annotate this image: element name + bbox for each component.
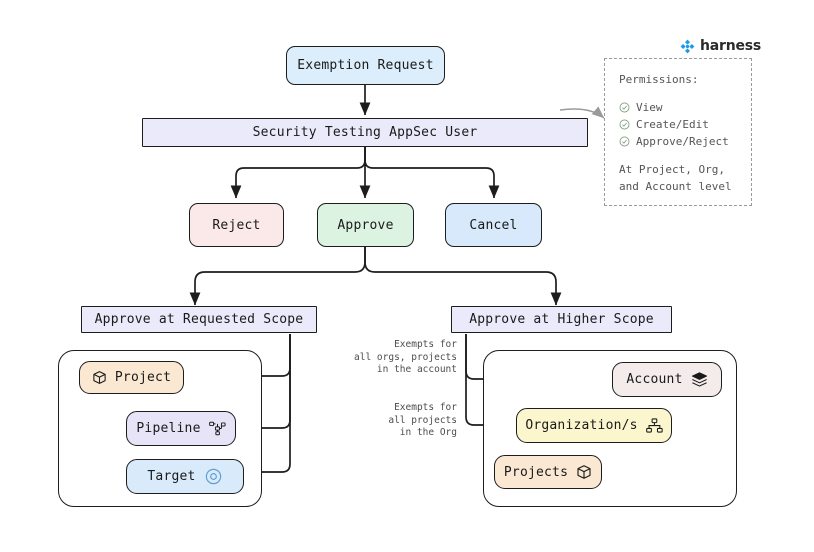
permission-item-view: View [619, 99, 737, 116]
permission-item-create-edit: Create/Edit [619, 116, 737, 133]
permission-item-approve-reject: Approve/Reject [619, 133, 737, 150]
node-label: Exemption Request [297, 58, 434, 73]
node-label: Cancel [469, 217, 518, 233]
node-label: Project [114, 370, 172, 385]
node-approve-higher-scope[interactable]: Approve at Higher Scope [451, 306, 672, 333]
node-label: Reject [212, 217, 261, 233]
node-organizations[interactable]: Organization/s [516, 408, 672, 443]
brand-logo: harness [680, 38, 761, 54]
permission-label: View [636, 101, 663, 114]
node-pipeline[interactable]: Pipeline [126, 411, 236, 446]
layers-stack-icon [691, 371, 708, 388]
node-approve-requested-scope[interactable]: Approve at Requested Scope [81, 306, 317, 333]
check-circle-icon [619, 136, 630, 147]
node-label: Organization/s [525, 418, 638, 433]
node-target[interactable]: Target [126, 459, 244, 494]
permission-label: Create/Edit [636, 118, 709, 131]
check-circle-icon [619, 102, 630, 113]
pipeline-nodes-icon [208, 421, 226, 436]
permission-label: Approve/Reject [636, 135, 729, 148]
permissions-heading: Permissions: [619, 73, 699, 86]
cube-icon [92, 370, 107, 385]
node-label: Projects [503, 464, 569, 480]
node-appsec-user[interactable]: Security Testing AppSec User [142, 118, 588, 147]
target-ring-icon [204, 467, 223, 486]
cube-icon [576, 464, 592, 480]
node-cancel[interactable]: Cancel [445, 203, 542, 247]
node-project[interactable]: Project [79, 361, 184, 394]
permissions-panel: Permissions: View Create/Edit [604, 58, 752, 206]
brand-name: harness [700, 38, 762, 54]
node-label: Target [147, 469, 196, 484]
org-chart-icon [645, 417, 663, 434]
node-reject[interactable]: Reject [189, 203, 284, 247]
permissions-footer-line2: and Account level [619, 180, 732, 193]
annotation-org-scope: Exempts for all projects in the Org [388, 402, 457, 438]
node-label: Pipeline [136, 421, 201, 436]
harness-diamond-logo-icon [680, 39, 695, 54]
node-account[interactable]: Account [612, 362, 722, 397]
node-approve[interactable]: Approve [317, 203, 414, 247]
node-projects[interactable]: Projects [494, 455, 602, 489]
node-label: Approve [337, 217, 394, 233]
node-label: Account [626, 372, 683, 387]
check-circle-icon [619, 119, 630, 130]
node-label: Approve at Requested Scope [94, 312, 304, 327]
permissions-footer-line1: At Project, Org, [619, 163, 725, 176]
node-label: Security Testing AppSec User [252, 125, 478, 140]
annotation-account-scope: Exempts for all orgs, projects in the ac… [354, 339, 457, 375]
node-exemption-request[interactable]: Exemption Request [286, 46, 445, 85]
node-label: Approve at Higher Scope [469, 312, 654, 327]
